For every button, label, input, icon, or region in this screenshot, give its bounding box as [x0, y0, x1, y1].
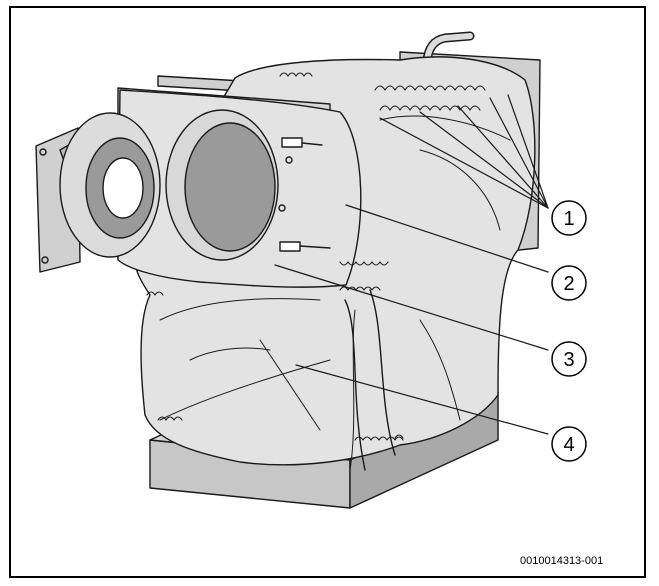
flue-opening	[165, 109, 279, 261]
document-id: 0010014313-001	[520, 555, 604, 567]
panel-tab-lower	[279, 241, 301, 252]
panel-tab-upper	[281, 137, 303, 148]
leader-lines	[274, 94, 549, 435]
callout-2: 2	[551, 265, 587, 301]
callout-2-label: 2	[563, 273, 574, 295]
callout-4: 4	[551, 426, 587, 462]
callout-4-label: 4	[563, 434, 574, 456]
figure-frame	[9, 6, 646, 578]
callout-1-label: 1	[563, 208, 574, 230]
bag-seams	[146, 72, 486, 441]
callout-3: 3	[551, 341, 587, 377]
burner-unit	[35, 112, 161, 273]
callout-3-label: 3	[563, 349, 574, 371]
callout-1: 1	[551, 200, 587, 236]
